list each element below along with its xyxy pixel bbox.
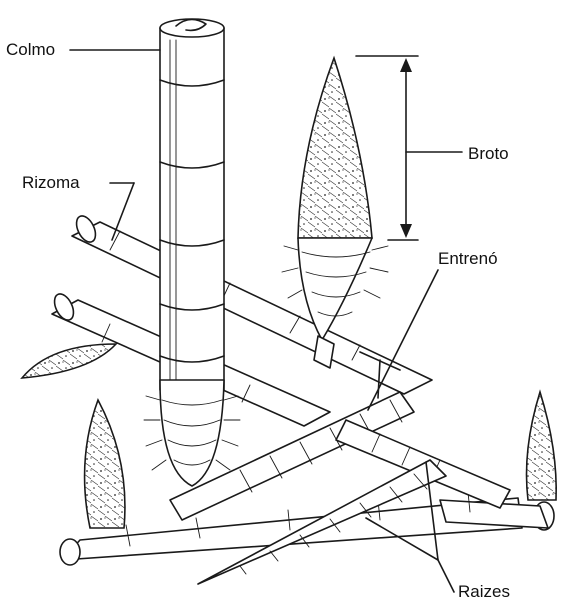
shoot-right [527,392,557,500]
label-raizes: Raizes [458,583,510,600]
label-entreno: Entrenó [438,250,498,267]
label-colmo: Colmo [6,41,55,58]
label-rizoma: Rizoma [22,174,80,191]
label-broto: Broto [468,145,509,162]
shoot-bottom-left [85,400,125,528]
shoot-left [22,344,116,378]
rhizome-upper [72,213,432,398]
